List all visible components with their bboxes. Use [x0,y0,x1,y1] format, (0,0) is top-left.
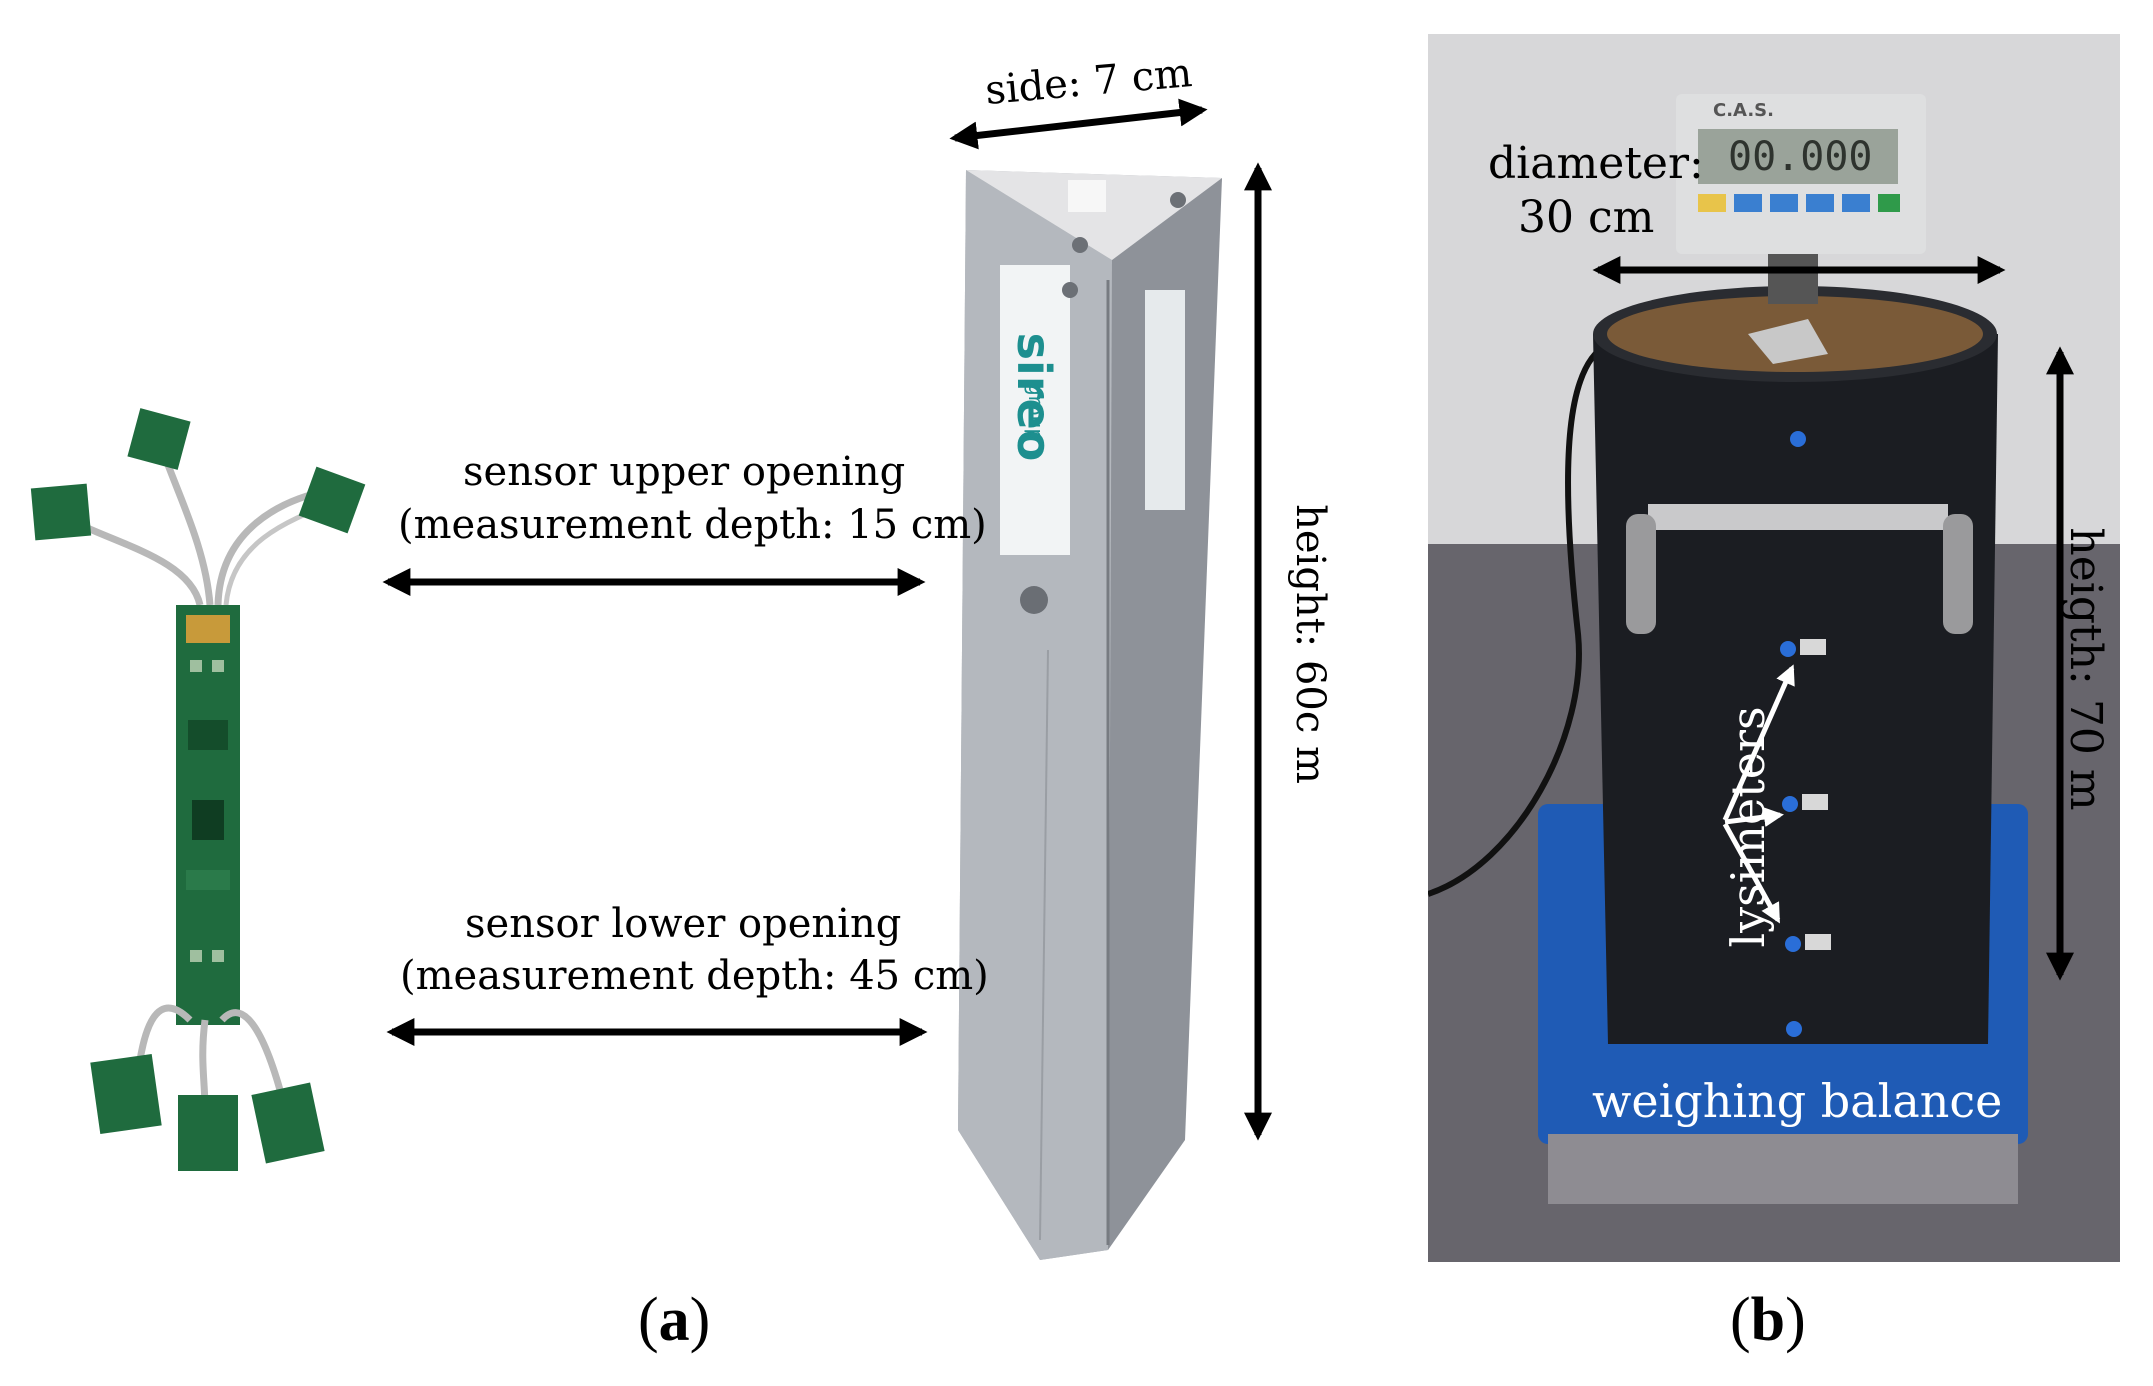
lysimeter-arrow-2 [1724,807,1784,827]
caption-b-open: ( [1730,1286,1751,1354]
lysimeter-scene [1428,34,2120,1262]
lysimeter-arrow-3 [1722,822,1781,924]
side-arrow [949,98,1208,150]
caption-b-close: ) [1785,1286,1806,1354]
lysimeters-label: lysimeters [1721,706,1775,948]
caption-a-letter: a [658,1286,690,1354]
diameter-label-line2: 30 cm [1518,192,1655,243]
height-label-b: heigth: 70 m [2060,527,2111,811]
caption-b: (b) [1730,1285,1806,1356]
caption-b-letter: b [1750,1286,1786,1354]
caption-a: (a) [638,1285,710,1356]
diameter-label-line1: diameter: [1488,138,1704,189]
caption-a-close: ) [689,1286,711,1354]
caption-a-open: ( [638,1286,659,1354]
weighing-balance-label: weighing balance [1592,1074,2003,1128]
scale-brand: C.A.S. [1713,100,1774,121]
upper-opening-label-line2: (measurement depth: 15 cm) [398,502,987,548]
lysimeter-photo: C.A.S. 00.000 [1428,34,2120,1262]
scale-display: 00.000 [1728,134,1873,180]
lower-opening-label-line1: sensor lower opening [465,901,902,947]
lower-opening-label-line2: (measurement depth: 45 cm) [400,953,989,999]
lysimeter-arrow-1 [1722,664,1795,822]
upper-opening-label-line1: sensor upper opening [463,449,906,495]
